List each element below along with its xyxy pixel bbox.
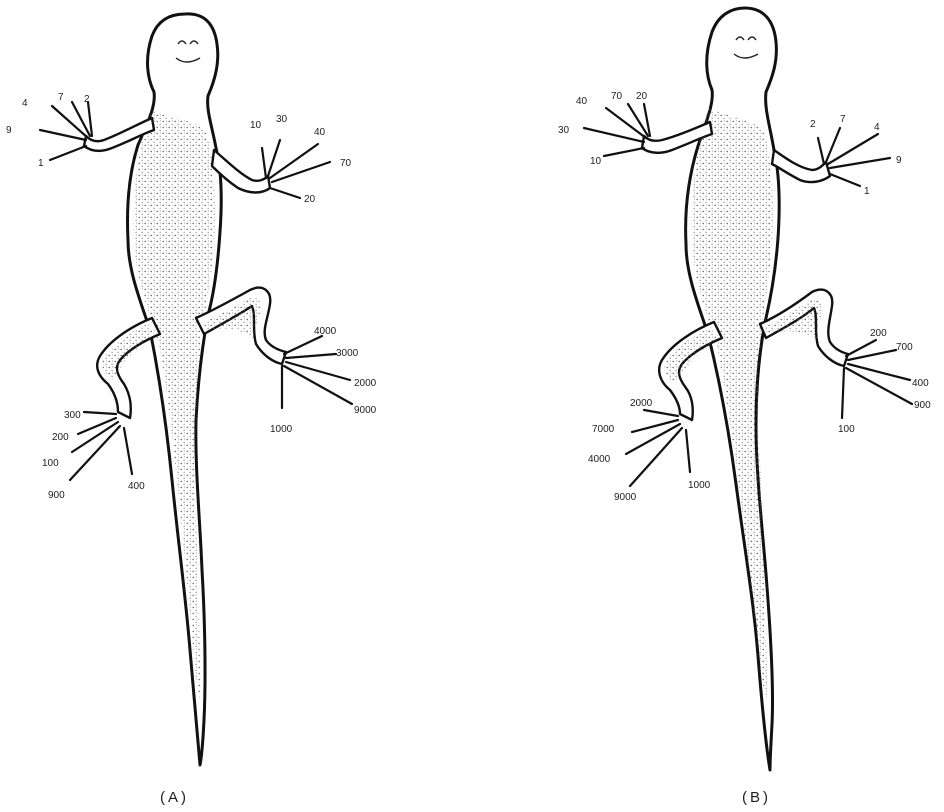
- lizard-b-shading: [692, 108, 773, 702]
- toe-label: 100: [42, 458, 59, 469]
- caption-b: (B): [742, 789, 771, 806]
- lizard-b-hind-left-foot: [626, 410, 690, 486]
- toe-label: 7: [840, 114, 846, 125]
- toe-label: 10: [250, 120, 262, 131]
- toe-label: 70: [611, 91, 623, 102]
- toe-label: 4: [874, 122, 880, 133]
- toe-label: 4000: [314, 326, 337, 337]
- toe-label: 20: [304, 194, 316, 205]
- toe-label: 9: [6, 125, 12, 136]
- toe-label: 100: [838, 424, 855, 435]
- toe-label: 7: [58, 92, 64, 103]
- toe-label: 2000: [630, 398, 653, 409]
- toe-label: 70: [340, 158, 352, 169]
- lizard-b: 40 70 20 30 10 2 7 4 9 1 2000 7000 4000 …: [558, 8, 931, 806]
- toe-label: 9000: [354, 405, 377, 416]
- lizard-a-hind-right-foot: [282, 336, 352, 408]
- toe-label: 200: [870, 328, 887, 339]
- toe-label: 10: [590, 156, 602, 167]
- toe-label: 4: [22, 98, 28, 109]
- toe-label: 9: [896, 155, 902, 166]
- toe-label: 900: [48, 490, 65, 501]
- lizard-a-front-left-foot: [40, 102, 92, 160]
- toe-label: 1000: [270, 424, 293, 435]
- toe-label: 20: [636, 91, 648, 102]
- lizard-a: 4 7 2 9 1 10 30 40 70 20 300 200 100 900…: [6, 14, 377, 806]
- lizard-a-front-right-foot: [262, 140, 330, 198]
- toe-label: 3000: [336, 348, 359, 359]
- toe-label: 400: [912, 378, 929, 389]
- toe-label: 400: [128, 481, 145, 492]
- lizard-b-front-left-foot: [584, 104, 650, 156]
- toe-label: 200: [52, 432, 69, 443]
- toe-label: 4000: [588, 454, 611, 465]
- toe-label: 700: [896, 342, 913, 353]
- toe-label: 1000: [688, 480, 711, 491]
- toe-label: 40: [576, 96, 588, 107]
- lizard-a-hind-left-foot: [70, 412, 132, 480]
- toe-label: 900: [914, 400, 931, 411]
- toe-label: 300: [64, 410, 81, 421]
- toe-label: 1: [38, 158, 44, 169]
- caption-a: (A): [160, 789, 189, 806]
- toe-label: 40: [314, 127, 326, 138]
- toe-label: 2000: [354, 378, 377, 389]
- toe-label: 2: [810, 119, 816, 130]
- toe-label: 7000: [592, 424, 615, 435]
- toe-label: 9000: [614, 492, 637, 503]
- toe-label: 30: [276, 114, 288, 125]
- toe-label: 2: [84, 94, 90, 105]
- toe-label: 30: [558, 125, 570, 136]
- toe-label: 1: [864, 186, 870, 197]
